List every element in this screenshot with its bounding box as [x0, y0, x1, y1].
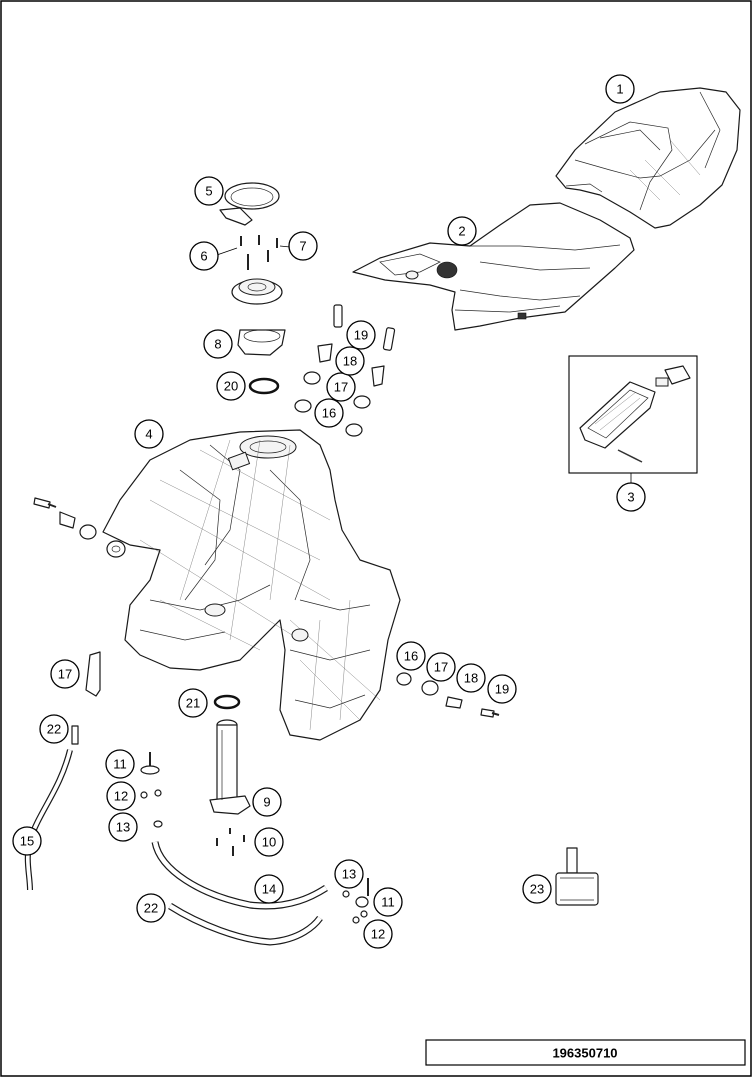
svg-text:22: 22 — [144, 901, 158, 916]
callout-3: 3 — [616, 482, 646, 512]
svg-text:22: 22 — [47, 722, 61, 737]
svg-text:17: 17 — [434, 660, 448, 675]
svg-text:20: 20 — [224, 379, 238, 394]
callout-12: 12 — [106, 781, 136, 811]
svg-text:16: 16 — [404, 649, 418, 664]
svg-text:23: 23 — [530, 882, 544, 897]
tool-tray-drawing — [579, 365, 691, 463]
filler-ring-drawing — [219, 182, 280, 226]
o-ring-20-drawing — [248, 377, 280, 395]
fuel-cap-drawing — [231, 278, 283, 305]
svg-text:21: 21 — [186, 696, 200, 711]
svg-text:14: 14 — [262, 882, 276, 897]
svg-text:12: 12 — [371, 927, 385, 942]
rider-seat-drawing — [352, 202, 635, 331]
callout-21: 21 — [178, 688, 208, 718]
svg-text:18: 18 — [464, 671, 478, 686]
callout-23: 23 — [522, 874, 552, 904]
callout-12-right: 12 — [363, 919, 393, 949]
svg-text:16: 16 — [322, 406, 336, 421]
part-3-inset-box — [568, 355, 698, 474]
screws-10-drawing — [216, 828, 245, 856]
callout-17-left: 17 — [50, 659, 80, 689]
callout-11-right: 11 — [373, 887, 403, 917]
pillion-seat-drawing — [555, 87, 741, 229]
filler-flange-drawing — [237, 329, 286, 356]
callout-17: 17 — [326, 372, 356, 402]
svg-text:4: 4 — [145, 427, 152, 442]
callout-7: 7 — [288, 231, 318, 261]
fuel-pump-drawing — [209, 719, 251, 815]
svg-text:19: 19 — [354, 328, 368, 343]
o-ring-21-drawing — [213, 694, 241, 710]
svg-text:15: 15 — [20, 834, 34, 849]
callout-8: 8 — [203, 329, 233, 359]
callout-22-left: 22 — [39, 714, 69, 744]
fuel-tank-drawing — [102, 429, 401, 741]
callout-2: 2 — [447, 216, 477, 246]
filter-23-drawing — [555, 847, 599, 906]
svg-text:17: 17 — [334, 380, 348, 395]
svg-text:11: 11 — [113, 757, 127, 772]
callout-15: 15 — [12, 826, 42, 856]
fuel-hoses-lower-drawing — [151, 841, 328, 946]
screws-6-7-drawing — [240, 235, 278, 270]
svg-text:9: 9 — [263, 795, 270, 810]
fittings-left-drawing — [140, 752, 163, 828]
callout-19-right: 19 — [487, 674, 517, 704]
svg-text:10: 10 — [262, 835, 276, 850]
svg-text:1: 1 — [616, 82, 623, 97]
document-number: 196350710 — [552, 1046, 617, 1061]
svg-text:3: 3 — [627, 490, 634, 505]
svg-text:7: 7 — [299, 239, 306, 254]
callout-19: 19 — [346, 320, 376, 350]
callout-5: 5 — [194, 176, 224, 206]
callout-9: 9 — [252, 787, 282, 817]
mounting-hardware-left-drawing — [33, 497, 126, 558]
callout-1: 1 — [605, 74, 635, 104]
callout-13: 13 — [108, 812, 138, 842]
callout-11: 11 — [105, 749, 135, 779]
svg-text:18: 18 — [343, 354, 357, 369]
callout-18: 18 — [335, 346, 365, 376]
svg-text:6: 6 — [200, 249, 207, 264]
svg-text:8: 8 — [214, 337, 221, 352]
mounting-hardware-right-drawing — [396, 672, 500, 718]
callout-22: 22 — [136, 893, 166, 923]
callout-18-right: 18 — [456, 663, 486, 693]
callout-13-right: 13 — [334, 859, 364, 889]
svg-text:19: 19 — [495, 682, 509, 697]
document-number-box: 196350710 — [425, 1039, 746, 1066]
callout-10: 10 — [254, 827, 284, 857]
svg-text:11: 11 — [381, 895, 395, 910]
callout-20: 20 — [216, 371, 246, 401]
svg-text:5: 5 — [205, 184, 212, 199]
svg-text:13: 13 — [342, 867, 356, 882]
svg-text:12: 12 — [114, 789, 128, 804]
fittings-right-drawing — [342, 878, 369, 924]
callout-16-right: 16 — [396, 641, 426, 671]
svg-text:13: 13 — [116, 820, 130, 835]
callout-4: 4 — [134, 419, 164, 449]
callout-17-right: 17 — [426, 652, 456, 682]
mounting-hardware-upper-drawing — [294, 304, 396, 437]
svg-text:17: 17 — [58, 667, 72, 682]
callout-16: 16 — [314, 398, 344, 428]
callout-14: 14 — [254, 874, 284, 904]
svg-text:2: 2 — [458, 224, 465, 239]
callout-6: 6 — [189, 241, 219, 271]
